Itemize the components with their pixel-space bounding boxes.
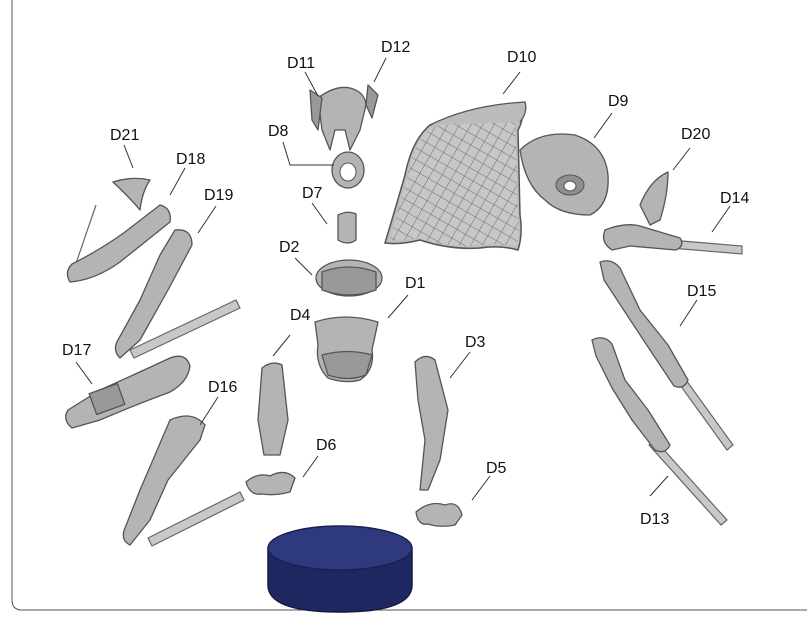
part-d14-arm <box>604 225 742 254</box>
label-d8: D8 <box>268 123 289 140</box>
label-d10: D10 <box>507 49 536 66</box>
part-d9-shoulder <box>520 134 608 215</box>
part-d6-foot <box>246 472 295 494</box>
label-d1: D1 <box>405 275 426 292</box>
label-d14: D14 <box>720 190 749 207</box>
part-d2-vertebra <box>316 260 382 296</box>
label-d16: D16 <box>208 379 237 396</box>
label-d12: D12 <box>381 39 410 56</box>
label-d11: D11 <box>287 55 315 72</box>
label-d7: D7 <box>302 185 323 202</box>
label-d21: D21 <box>110 127 139 144</box>
part-d1-pelvis <box>315 317 378 382</box>
label-d5: D5 <box>486 460 507 477</box>
label-d20: D20 <box>681 126 710 143</box>
part-d20 <box>640 172 668 225</box>
part-d4-leg <box>258 363 288 455</box>
label-d18: D18 <box>176 151 205 168</box>
label-d19: D19 <box>204 187 233 204</box>
label-d13: D13 <box>640 511 669 528</box>
part-d5-foot <box>416 504 462 527</box>
display-base <box>268 526 412 612</box>
label-d2: D2 <box>279 239 300 256</box>
part-d8-ring <box>332 152 364 188</box>
part-d10-wing-membrane <box>385 102 526 250</box>
part-d3-leg <box>415 356 448 490</box>
part-d21 <box>113 178 150 210</box>
label-d15: D15 <box>687 283 716 300</box>
label-d6: D6 <box>316 437 337 454</box>
label-d17: D17 <box>62 342 91 359</box>
part-d17-arm <box>66 356 190 428</box>
label-d9: D9 <box>608 93 629 110</box>
part-d13-arm <box>592 338 727 525</box>
part-d16-arm <box>123 416 244 546</box>
label-d3: D3 <box>465 334 486 351</box>
part-d11-d12-head <box>310 85 378 150</box>
label-d4: D4 <box>290 307 311 324</box>
part-d7 <box>338 212 356 243</box>
